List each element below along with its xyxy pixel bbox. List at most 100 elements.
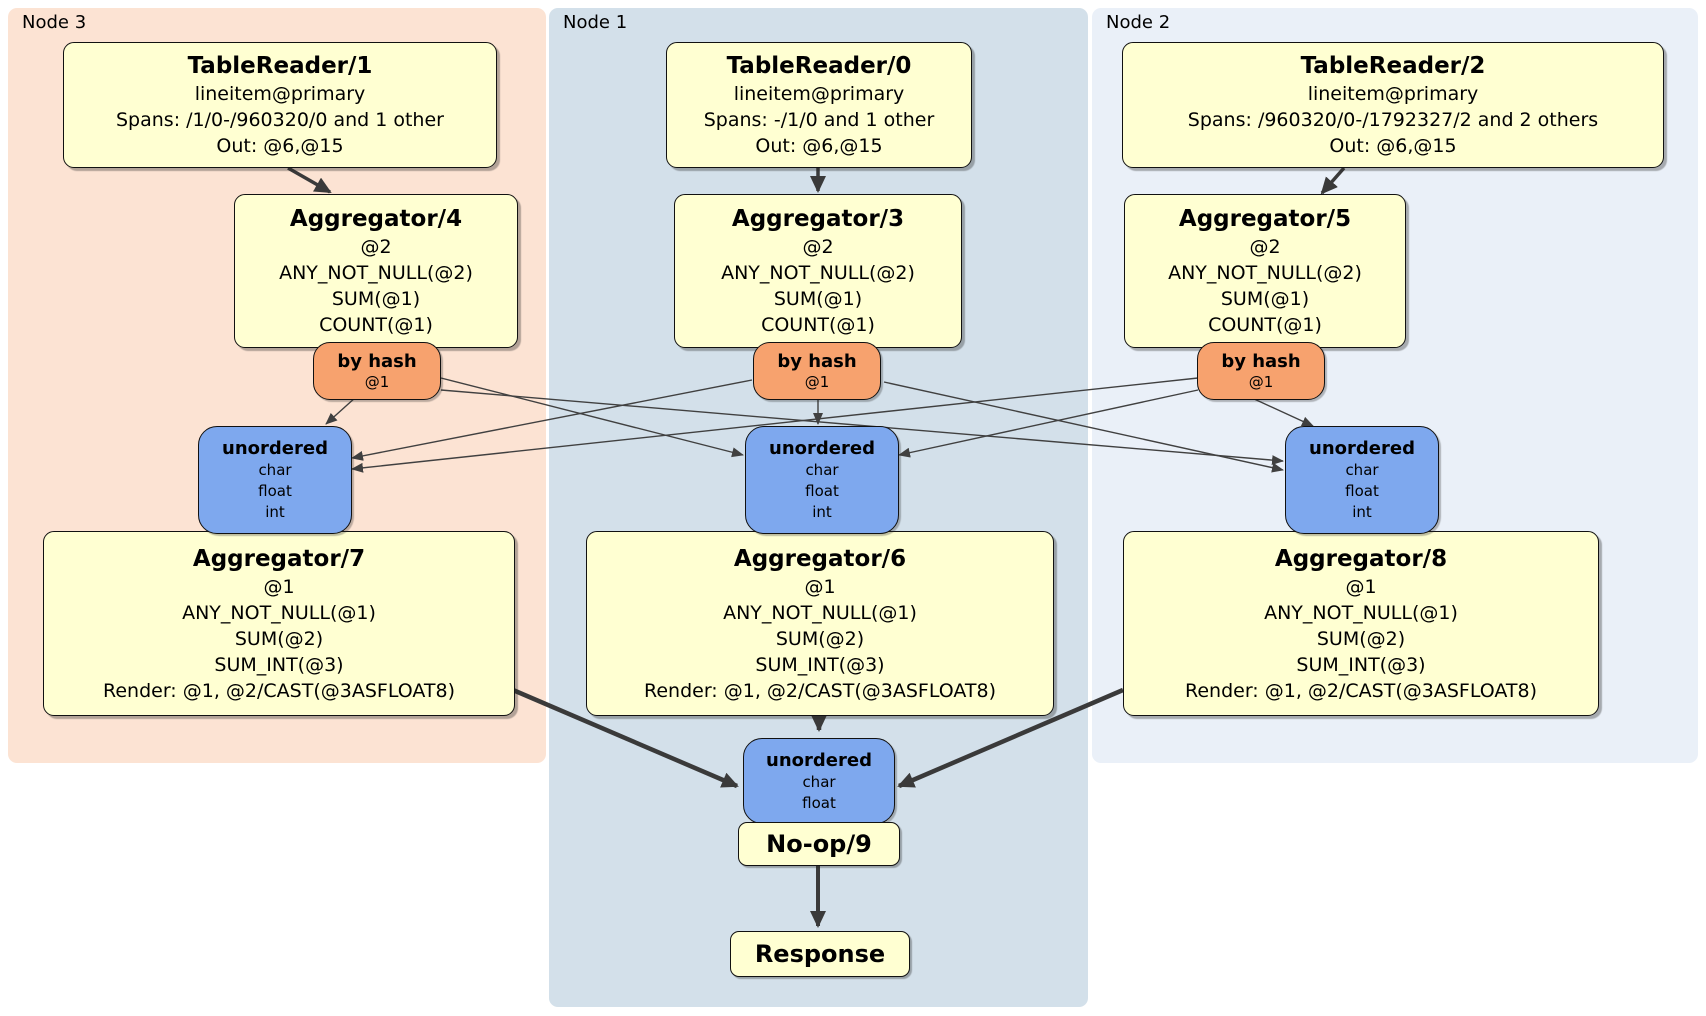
processor-line: SUM(@2) [234,627,324,650]
node2-label: Node 2 [1106,12,1171,33]
processor-title: TableReader/2 [1300,53,1486,79]
processor-aggregator-4: Aggregator/4 @2 ANY_NOT_NULL(@2) SUM(@1)… [234,194,518,348]
processor-line: lineitem@primary [194,83,366,105]
processor-title: No-op/9 [766,830,872,858]
node3-label: Node 3 [22,12,87,33]
edge-agg8-sync9 [897,687,1124,789]
processor-line: SUM(@2) [775,627,865,650]
processor-title: TableReader/0 [726,53,912,79]
processor-tablereader-1: TableReader/1 lineitem@primary Spans: /1… [63,42,497,168]
sync-line: float [1345,482,1379,500]
sync-line: float [805,482,839,500]
processor-line: Spans: -/1/0 and 1 other [703,109,935,131]
processor-aggregator-8: Aggregator/8 @1 ANY_NOT_NULL(@1) SUM(@2)… [1123,531,1599,716]
processor-line: @2 [802,236,834,258]
processor-line: @2 [1249,236,1281,258]
processor-tablereader-2: TableReader/2 lineitem@primary Spans: /9… [1122,42,1664,168]
sync-line: char [258,461,292,479]
processor-line: Out: @6,@15 [1329,135,1457,157]
edge-hash3-sync8 [883,381,1284,473]
router-by-hash-5: by hash @1 [1197,342,1325,400]
processor-line: COUNT(@1) [1208,314,1322,336]
processor-line: SUM(@1) [1220,288,1310,310]
edge-hash4-sync7 [325,396,357,425]
router-label: by hash [1221,351,1301,372]
processor-title: Aggregator/4 [289,206,463,232]
router-label: by hash [337,351,417,372]
processor-title: Aggregator/3 [731,206,905,232]
processor-line: SUM_INT(@3) [214,653,344,676]
router-by-hash-3: by hash @1 [753,342,881,400]
processor-line: Render: @1, @2/CAST(@3ASFLOAT8) [1185,679,1537,702]
processor-line: Out: @6,@15 [216,135,344,157]
edge-hash4-sync8 [440,389,1284,466]
processor-line: Spans: /1/0-/960320/0 and 1 other [116,109,444,131]
router-detail: @1 [804,373,830,391]
processor-line: Out: @6,@15 [755,135,883,157]
edge-hash5-sync6 [898,389,1199,458]
sync-line: float [258,482,292,500]
processor-line: ANY_NOT_NULL(@1) [182,601,376,624]
processor-tablereader-0: TableReader/0 lineitem@primary Spans: -/… [666,42,972,168]
node1-label: Node 1 [563,12,628,33]
processor-line: @1 [1345,575,1377,598]
sync-unordered-9: unordered char float [743,738,895,824]
processor-title: Aggregator/8 [1274,545,1448,572]
edge-hash3-sync7 [351,379,753,461]
router-detail: @1 [364,373,390,391]
processor-line: @1 [804,575,836,598]
processor-line: @1 [263,575,295,598]
processor-aggregator-3: Aggregator/3 @2 ANY_NOT_NULL(@2) SUM(@1)… [674,194,962,348]
edge-hash5-sync7 [351,377,1199,473]
sync-line: int [265,503,285,521]
processor-line: COUNT(@1) [761,314,875,336]
response-title: Response [754,940,886,968]
edge-tr1-agg4 [287,166,332,194]
processor-title: Aggregator/7 [192,545,366,572]
processor-line: SUM(@1) [773,288,863,310]
sync-line: float [802,793,836,812]
processor-line: ANY_NOT_NULL(@1) [1264,601,1458,624]
processor-line: ANY_NOT_NULL(@2) [721,262,915,284]
processor-line: COUNT(@1) [319,314,433,336]
sync-label: unordered [766,749,872,771]
processor-line: ANY_NOT_NULL(@2) [279,262,473,284]
edge-agg7-sync9 [512,687,739,789]
router-detail: @1 [1248,373,1274,391]
sync-label: unordered [1309,438,1415,459]
processor-aggregator-5: Aggregator/5 @2 ANY_NOT_NULL(@2) SUM(@1)… [1124,194,1406,348]
processor-line: SUM_INT(@3) [755,653,885,676]
sync-label: unordered [222,438,328,459]
router-label: by hash [777,351,857,372]
processor-line: ANY_NOT_NULL(@1) [723,601,917,624]
sync-line: char [1345,461,1379,479]
processor-line: SUM(@2) [1316,627,1406,650]
processor-line: Spans: /960320/0-/1792327/2 and 2 others [1187,109,1599,131]
processor-noop-9: No-op/9 [738,822,900,866]
sync-line: char [802,772,836,791]
processor-line: lineitem@primary [1307,83,1479,105]
processor-line: @2 [360,236,392,258]
processor-line: lineitem@primary [733,83,905,105]
processor-title: Aggregator/5 [1178,206,1352,232]
sync-line: char [805,461,839,479]
processor-title: Aggregator/6 [733,545,907,572]
sync-label: unordered [769,438,875,459]
sync-unordered-7: unordered char float int [198,426,352,534]
router-by-hash-4: by hash @1 [313,342,441,400]
sync-line: int [1352,503,1372,521]
sync-line: int [812,503,832,521]
processor-line: SUM(@1) [331,288,421,310]
processor-title: TableReader/1 [187,53,373,79]
sync-unordered-8: unordered char float int [1285,426,1439,534]
edge-hash4-sync6 [440,377,744,458]
edge-hash5-sync8 [1251,397,1314,427]
sync-unordered-6: unordered char float int [745,426,899,534]
processor-line: Render: @1, @2/CAST(@3ASFLOAT8) [644,679,996,702]
edge-tr2-agg5 [1320,166,1346,195]
processor-line: ANY_NOT_NULL(@2) [1168,262,1362,284]
response-box: Response [730,931,910,977]
processor-line: SUM_INT(@3) [1296,653,1426,676]
